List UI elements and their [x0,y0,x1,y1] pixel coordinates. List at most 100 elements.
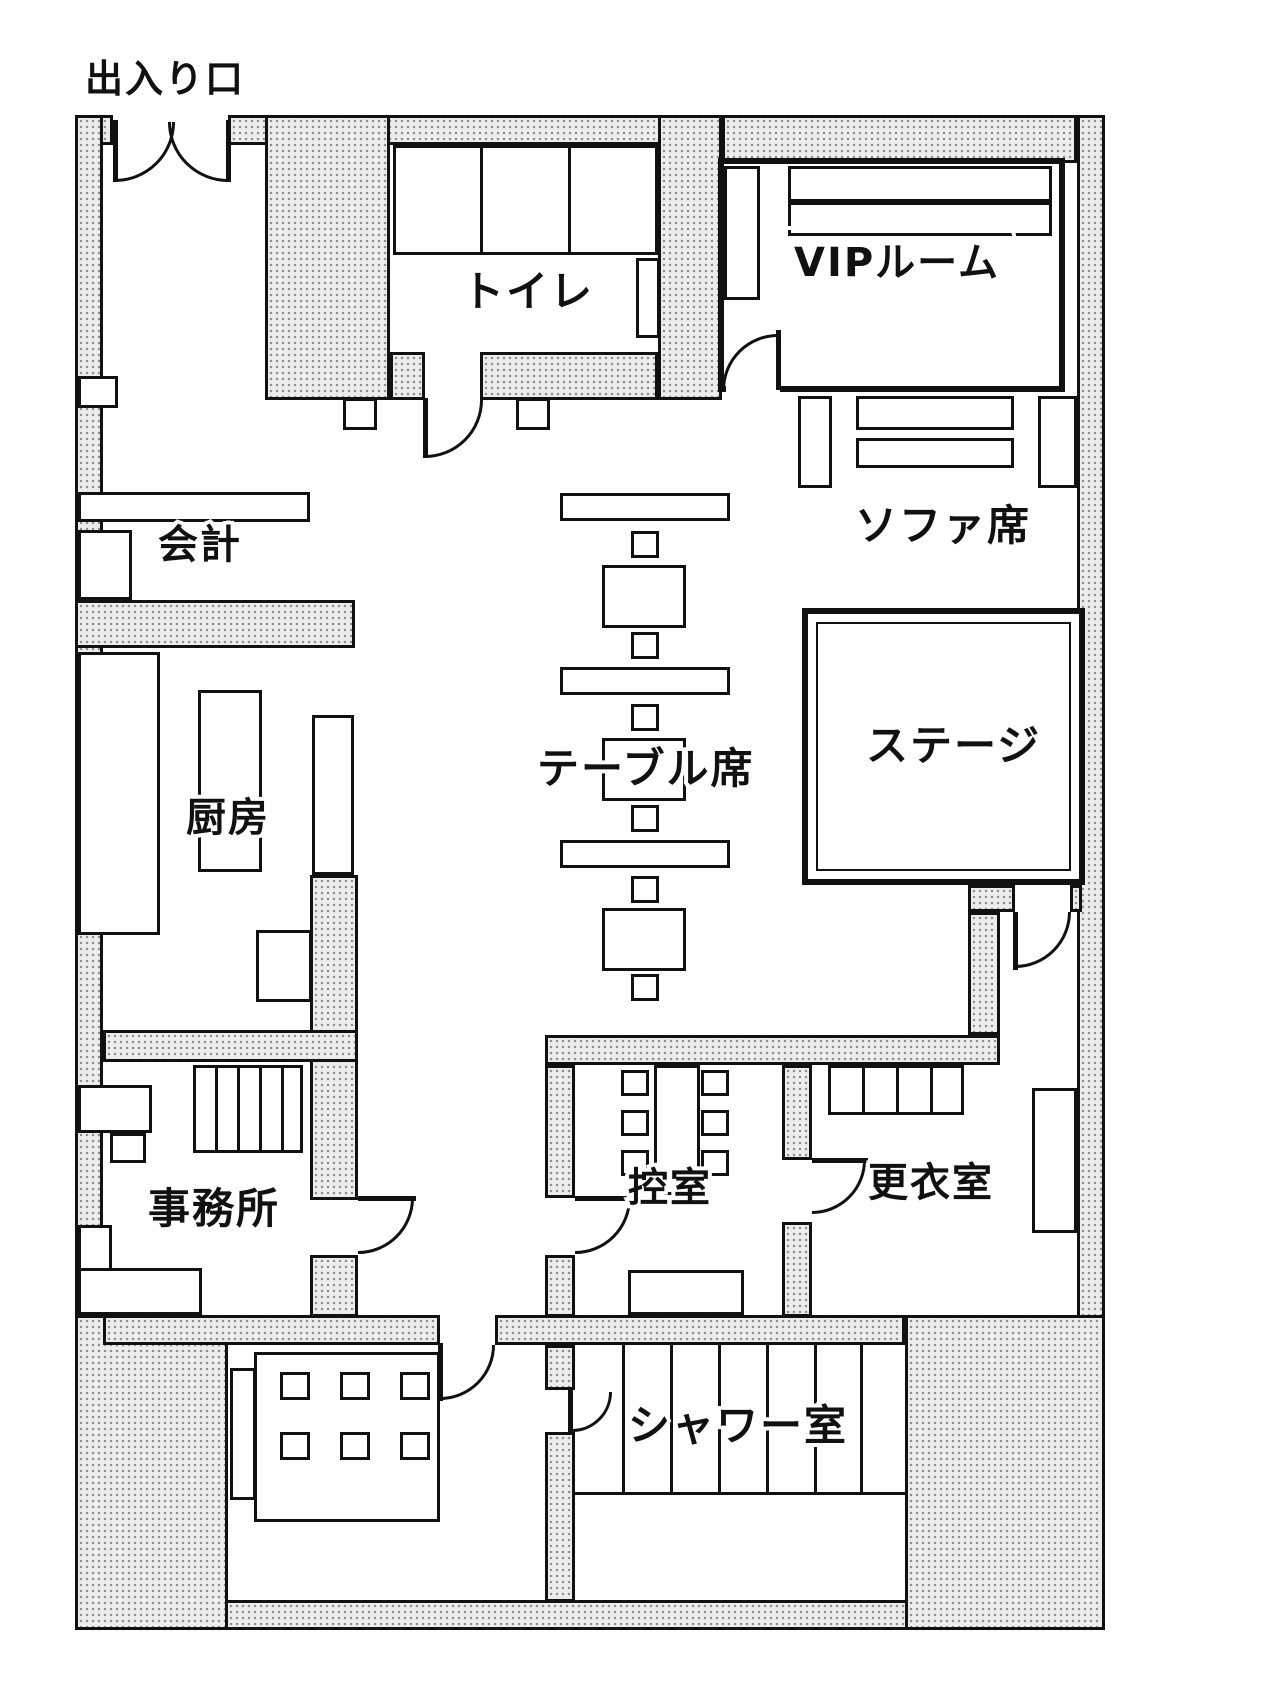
sink [343,398,377,430]
label-waiting-room: 控室 [625,1162,714,1215]
label-entrance: 出入り口 [81,54,246,105]
label-stage: ステージ [862,718,1042,774]
label-shower-room: シャワー室 [624,1398,849,1454]
chair [631,632,659,659]
cashier-counter [78,530,132,600]
label-kitchen: 厨房 [183,792,272,845]
label-sofa-seats: ソファ席 [851,498,1032,554]
wall-waiting-right-lower [782,1222,812,1317]
stool [400,1372,430,1400]
locker-divider [862,1065,865,1115]
kitchen-counter [198,690,262,872]
locker-divider [259,1065,262,1153]
vip-sofa [788,166,1052,202]
locker-divider [281,1065,284,1153]
stool [340,1372,370,1400]
wall-bottom-band-left [103,1315,440,1345]
chair [621,1150,649,1176]
chair [701,1110,729,1136]
stool [280,1372,310,1400]
changing-door-arc [812,1160,866,1214]
waiting-door-arc [575,1198,631,1254]
wall-fixture [78,376,118,408]
chair [631,876,659,903]
label-office: 事務所 [144,1181,281,1237]
kitchen-counter [312,715,354,875]
sofa [1038,396,1077,488]
entrance-door-leaf [226,120,231,182]
table [654,1065,700,1195]
wall-changing-left [968,912,1000,1035]
table [602,908,686,971]
wall-toilet-left-block [265,115,390,400]
table [602,565,686,628]
label-changing-room: 更衣室 [865,1157,996,1210]
sink [516,398,550,430]
stool [280,1432,310,1460]
wall-waiting-left-upper [545,1065,575,1198]
locker-divider [896,1065,899,1115]
bench [230,1368,256,1500]
chair [631,805,659,832]
sofa [856,396,1014,430]
chair [631,704,659,731]
shower-stall-divider [814,1345,817,1495]
wall-bottom-left-block [75,1315,228,1630]
shower-door-leaf [568,1390,573,1432]
kitchen-counter [256,930,312,1002]
sofa [798,396,832,488]
office-lockers [193,1065,303,1153]
wall-stage-corridor-right [1070,885,1082,912]
bench [1032,1088,1077,1233]
toilet-stalls [393,145,658,255]
cashier-counter [78,492,310,522]
bench-seat [560,493,730,521]
desk [78,1268,202,1315]
label-cashier: 会計 [155,519,244,572]
desk [78,1085,152,1133]
wall-toilet-bottom-left [390,352,425,400]
stool [400,1432,430,1460]
table [602,738,686,801]
label-toilet: トイレ [458,264,595,320]
wall-shower-left-upper [545,1345,575,1390]
wall-vip-top-band [722,115,1077,163]
shower-stall-divider [622,1345,625,1495]
kitchen-counter [78,652,160,935]
shower-stall-divider [670,1345,673,1495]
stool [340,1432,370,1460]
wall-bottom-right-block [905,1315,1105,1630]
wall-toilet-bottom-right [480,352,658,400]
wall-backrooms-top-band [545,1035,1000,1065]
wall-waiting-right-upper [782,1065,812,1160]
shower-stall-front [575,1492,905,1495]
wall-toilet-right-block [658,115,722,400]
locker-divider [930,1065,933,1115]
toilet-stall-divider [568,145,571,255]
locker-divider [237,1065,240,1153]
wall-shower-left-lower [545,1432,575,1602]
toilet-fixture [636,258,660,338]
chair [621,1110,649,1136]
chair [631,531,659,558]
wall-stage-corridor-left [968,885,1015,912]
wall-office-top-band [103,1030,358,1062]
toilet-stall-divider [480,145,483,255]
shower-stall-divider [766,1345,769,1495]
office-chair [110,1133,146,1163]
bench-seat [560,840,730,868]
vip-door-leaf [776,330,781,390]
sofa-table [856,438,1014,468]
stage-inner-edge [816,622,1071,871]
locker-divider [215,1065,218,1153]
shower-stall-divider [718,1345,721,1495]
label-table-seats: テーブル席 [533,741,755,797]
stage-platform [802,608,1085,885]
wall-waiting-left-lower [545,1255,575,1317]
chair [621,1070,649,1096]
vip-sofa [724,166,760,300]
label-vip-room: VIPルーム [778,226,1016,296]
wall-kitchen-office-lower [310,1255,358,1317]
chair [701,1150,729,1176]
